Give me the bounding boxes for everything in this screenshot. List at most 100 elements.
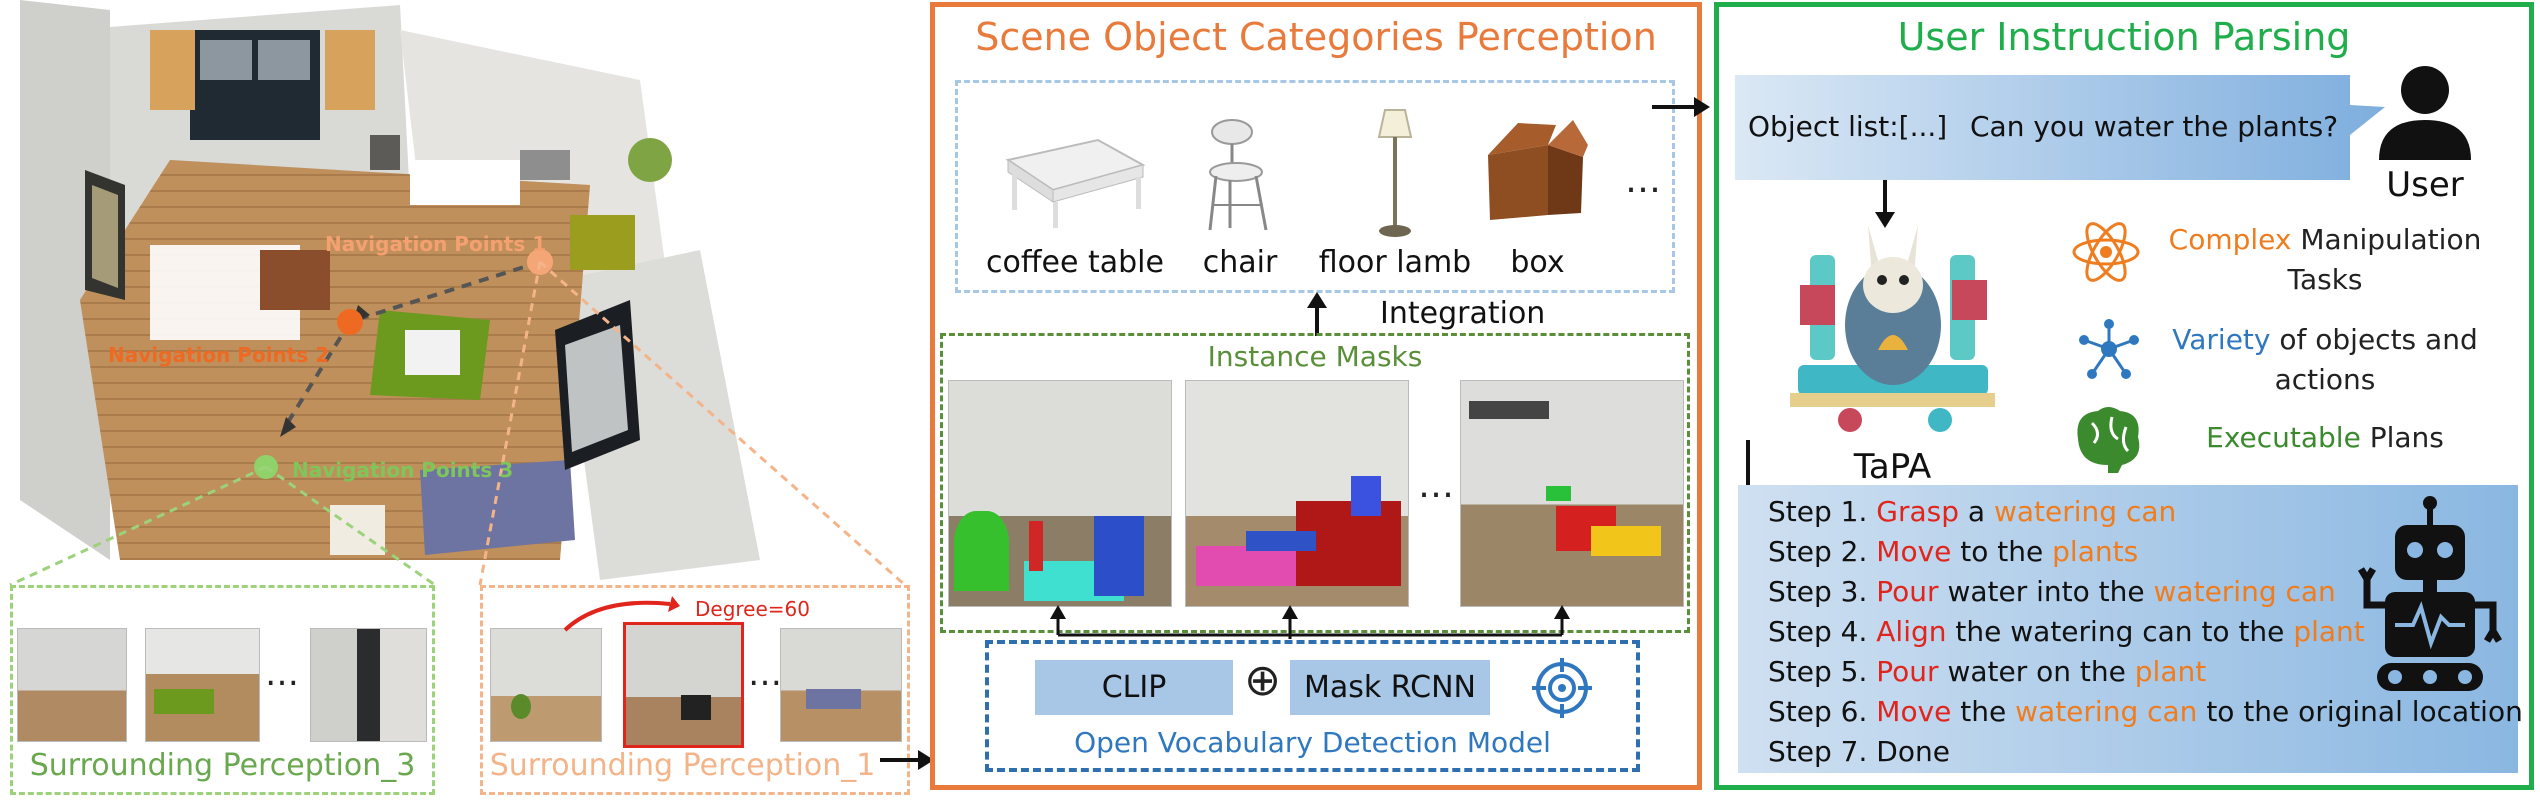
instance-masks-box — [940, 333, 1690, 633]
surrounding-perception-1-frame — [480, 585, 910, 795]
atom-icon — [2072, 222, 2140, 282]
object-list-text: Object list:[...] — [1748, 110, 1948, 143]
brain-icon — [2077, 407, 2140, 473]
step-2-object: plants — [2052, 535, 2139, 568]
integration-arrow — [1307, 292, 1327, 336]
step-5: Step 5. Pour water on the plant — [1768, 652, 2523, 692]
target-icon — [1532, 658, 1592, 718]
step-1-prefix: Step 1. — [1768, 495, 1877, 528]
user-question: Can you water the plants? — [1970, 110, 2339, 143]
surround-1-ellipsis: … — [748, 654, 782, 694]
step-1-mid: a — [1959, 495, 1994, 528]
combine-symbol: ⊕ — [1244, 655, 1281, 706]
feature-2-highlight: Variety — [2172, 323, 2271, 356]
step-7-text: Step 7. Done — [1768, 735, 1950, 768]
surround-1-thumb-3 — [780, 628, 902, 742]
step-6-tail: to the original location — [2197, 695, 2523, 728]
step-2: Step 2. Move to the plants — [1768, 532, 2523, 572]
surround-3-thumb-1 — [17, 628, 127, 742]
feature-1-rest: Manipulation — [2291, 223, 2482, 256]
step-3: Step 3. Pour water into the watering can — [1768, 572, 2523, 612]
mask-image-3 — [1460, 380, 1684, 607]
box-icon — [1488, 120, 1588, 220]
surround-1-thumb-1 — [490, 628, 602, 742]
nav-point-3-label: Navigation Points 3 — [292, 458, 514, 482]
detection-model-box — [985, 640, 1640, 772]
masks-ellipsis: … — [1418, 465, 1454, 506]
step-6: Step 6. Move the watering can to the ori… — [1768, 692, 2523, 732]
clip-module: CLIP — [1035, 660, 1233, 715]
step-5-object: plant — [2134, 655, 2207, 688]
object-label-box: box — [1510, 245, 1565, 280]
step-2-mid: to the — [1951, 535, 2053, 568]
object-label-floor-lamb: floor lamb — [1318, 245, 1472, 280]
feature-3-highlight: Executable — [2206, 421, 2361, 454]
step-3-object: watering can — [2153, 575, 2336, 608]
detection-to-masks-arrows — [1050, 605, 1570, 639]
objects-ellipsis: … — [1625, 160, 1661, 201]
robot-icon — [2357, 496, 2503, 691]
step-6-prefix: Step 6. — [1768, 695, 1877, 728]
mask-image-2 — [1185, 380, 1409, 607]
user-icon — [2379, 66, 2471, 160]
chair-icon — [1208, 119, 1268, 231]
feature-2-rest: of objects and — [2270, 323, 2478, 356]
surrounding-perception-3-frame — [10, 585, 435, 795]
surround-1-thumb-2 — [623, 622, 744, 748]
coffee-table-icon — [1005, 138, 1146, 228]
scene-perception-title: Scene Object Categories Perception — [975, 15, 1657, 59]
integration-label: Integration — [1380, 296, 1546, 331]
feature-3-rest: Plans — [2360, 421, 2444, 454]
rotation-arrow — [563, 596, 680, 632]
surrounding-perception-3-label: Surrounding Perception_3 — [29, 748, 416, 783]
object-categories-box — [955, 80, 1675, 293]
degree-label: Degree=60 — [695, 597, 810, 621]
object-label-chair: chair — [1202, 245, 1278, 280]
arrow-to-instruction — [1652, 97, 1710, 117]
speech-bubble — [1735, 75, 2385, 180]
step-1: Step 1. Grasp a watering can — [1768, 492, 2523, 532]
feature-1-text: Complex Manipulation Tasks — [2150, 220, 2500, 300]
surround-3-ellipsis: … — [265, 654, 299, 694]
step-5-prefix: Step 5. — [1768, 655, 1877, 688]
user-label: User — [2386, 165, 2464, 205]
instruction-parsing-panel — [1714, 2, 2534, 790]
arrow-to-detection — [880, 750, 934, 770]
step-4-mid: the watering can to the — [1946, 615, 2294, 648]
step-2-action: Move — [1876, 535, 1952, 568]
step-4-object: plant — [2293, 615, 2365, 648]
step-4-action: Align — [1876, 615, 1947, 648]
step-1-action: Grasp — [1876, 495, 1960, 528]
network-icon — [2079, 319, 2139, 379]
step-5-action: Pour — [1876, 655, 1939, 688]
surround-3-thumb-3 — [310, 628, 427, 742]
instruction-parsing-title: User Instruction Parsing — [1897, 15, 2351, 59]
room-render — [9, 0, 906, 587]
step-4-prefix: Step 4. — [1768, 615, 1877, 648]
step-6-action: Move — [1876, 695, 1952, 728]
feature-1-line2: Tasks — [2287, 263, 2363, 296]
mask-image-1 — [948, 380, 1172, 607]
feature-3-text: Executable Plans — [2150, 418, 2500, 458]
step-7: Step 7. Done — [1768, 732, 2523, 772]
step-3-prefix: Step 3. — [1768, 575, 1877, 608]
room-illustration: Navigation Points 1 Navigation Points 2 … — [0, 0, 934, 803]
detection-model-label: Open Vocabulary Detection Model — [1074, 726, 1551, 759]
surrounding-perception-1-label: Surrounding Perception_1 — [489, 748, 876, 783]
nav-point-1-label: Navigation Points 1 — [325, 232, 547, 256]
bubble-to-tapa-arrow — [1875, 180, 1895, 228]
object-label-coffee-table: coffee table — [986, 245, 1164, 280]
step-3-mid: water into the — [1938, 575, 2154, 608]
feature-2-line2: actions — [2274, 363, 2376, 396]
surround-3-thumb-2 — [145, 628, 260, 742]
instance-masks-title: Instance Masks — [1207, 340, 1423, 373]
tapa-label: TaPA — [1853, 447, 1932, 487]
feature-2-text: Variety of objects and actions — [2150, 320, 2500, 400]
floor-lamp-icon — [1377, 109, 1413, 237]
nav-point-2-marker — [337, 309, 363, 335]
plan-steps-list: Step 1. Grasp a watering can Step 2. Mov… — [1768, 492, 2523, 772]
tapa-mascot — [1790, 225, 1995, 432]
step-3-action: Pour — [1876, 575, 1939, 608]
scene-perception-panel — [930, 2, 1702, 790]
step-1-object: watering can — [1993, 495, 2177, 528]
